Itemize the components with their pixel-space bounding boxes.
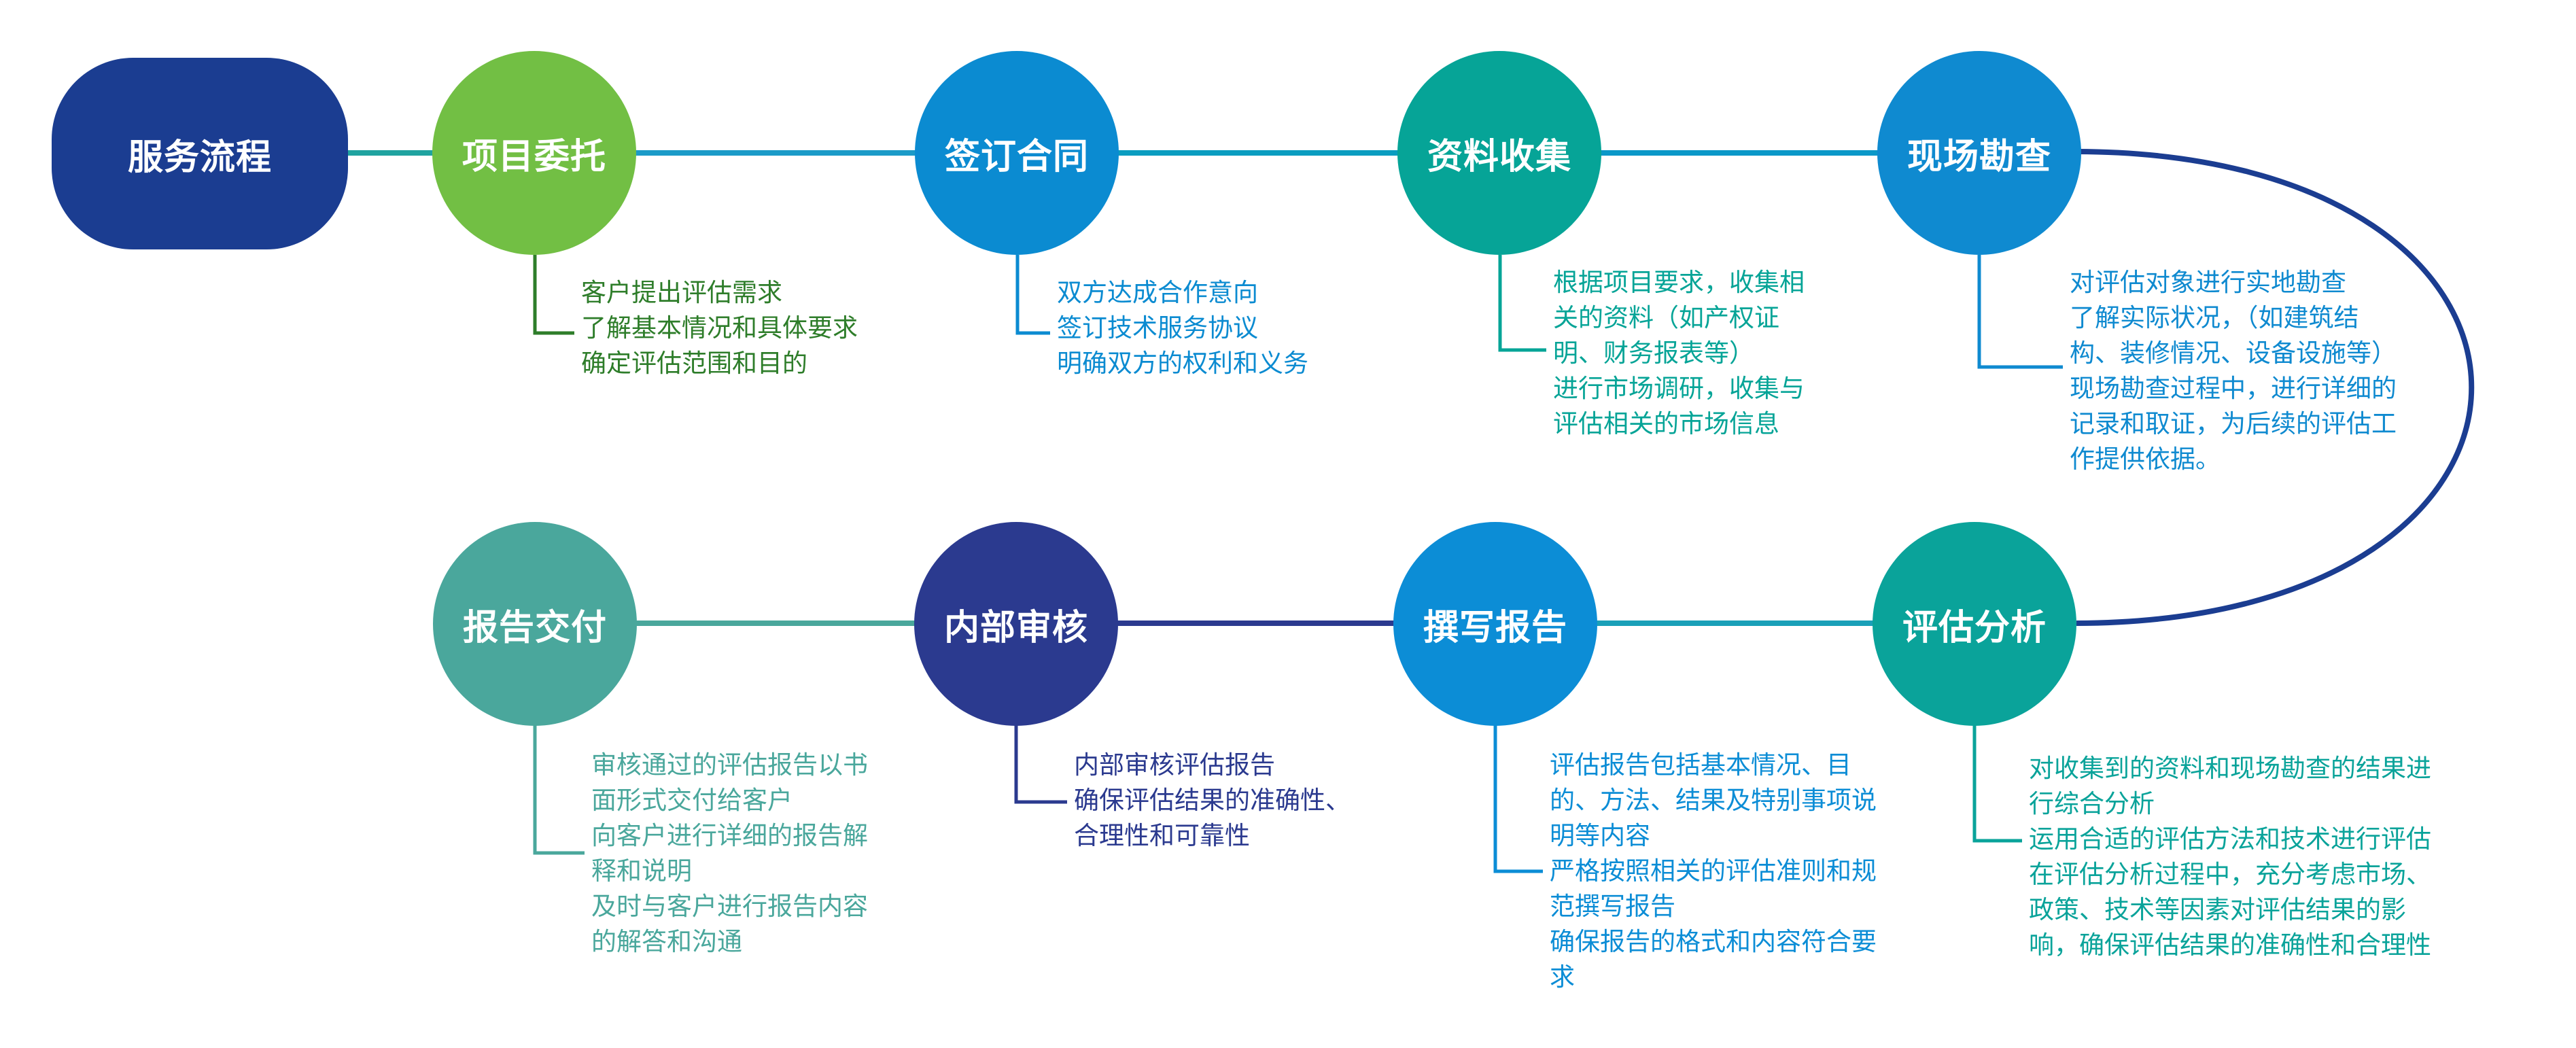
- leader-collect: [1498, 255, 1546, 352]
- desc-line: 响，确保评估结果的准确性和合理性: [2029, 930, 2431, 960]
- step-survey-label: 现场勘查: [1907, 136, 2051, 177]
- desc-line: 明等内容: [1550, 821, 1650, 850]
- step-contract-label: 签订合同: [944, 136, 1089, 177]
- step-review-label: 内部审核: [943, 607, 1088, 648]
- step-collect: 资料收集: [1397, 51, 1601, 255]
- desc-line: 记录和取证，为后续的评估工: [2070, 409, 2397, 438]
- desc-line: 的解答和沟通: [591, 927, 742, 956]
- step-contract: 签订合同: [915, 51, 1119, 255]
- step-deliver-label: 报告交付: [462, 607, 607, 648]
- desc-line: 进行市场调研，收集与: [1553, 374, 1805, 403]
- desc-line: 对收集到的资料和现场勘查的结果进: [2029, 754, 2431, 783]
- step-collect-label: 资料收集: [1427, 136, 1571, 177]
- desc-line: 合理性和可靠性: [1074, 821, 1250, 850]
- desc-line: 现场勘查过程中，进行详细的: [2070, 374, 2397, 403]
- step-entrust: 项目委托: [432, 51, 636, 255]
- desc-contract: 双方达成合作意向 签订技术服务协议 明确双方的权利和义务: [1057, 275, 1308, 381]
- title-label: 服务流程: [127, 137, 272, 178]
- leader-deliver: [533, 724, 585, 855]
- desc-analysis: 对收集到的资料和现场勘查的结果进 行综合分析 运用合适的评估方法和技术进行评估 …: [2029, 751, 2431, 963]
- desc-line: 对评估对象进行实地勘查: [2070, 268, 2346, 297]
- step-entrust-label: 项目委托: [462, 136, 606, 177]
- desc-collect: 根据项目要求，收集相 关的资料（如产权证 明、财务报表等） 进行市场调研，收集与…: [1553, 265, 1805, 442]
- desc-line: 释和说明: [591, 856, 692, 886]
- step-write-label: 撰写报告: [1423, 607, 1567, 648]
- desc-line: 确保报告的格式和内容符合要: [1550, 927, 1877, 956]
- desc-line: 双方达成合作意向: [1057, 278, 1258, 307]
- desc-line: 政策、技术等因素对评估结果的影: [2029, 895, 2406, 924]
- leader-survey: [1977, 255, 2063, 369]
- leader-entrust: [533, 255, 574, 335]
- desc-line: 确定评估范围和目的: [581, 349, 807, 378]
- desc-entrust: 客户提出评估需求 了解基本情况和具体要求 确定评估范围和目的: [581, 275, 858, 381]
- desc-line: 审核通过的评估报告以书: [591, 750, 868, 780]
- desc-line: 确保评估结果的准确性、: [1074, 786, 1351, 815]
- desc-line: 在评估分析过程中，充分考虑市场、: [2029, 860, 2431, 889]
- desc-line: 的、方法、结果及特别事项说: [1550, 786, 1877, 815]
- step-analysis: 评估分析: [1873, 522, 2076, 726]
- desc-line: 内部审核评估报告: [1074, 750, 1275, 780]
- desc-line: 明确双方的权利和义务: [1057, 349, 1308, 378]
- desc-line: 向客户进行详细的报告解: [591, 821, 868, 850]
- desc-line: 及时与客户进行报告内容: [591, 892, 868, 921]
- desc-line: 运用合适的评估方法和技术进行评估: [2029, 824, 2431, 854]
- leader-analysis: [1972, 724, 2022, 843]
- desc-line: 了解基本情况和具体要求: [581, 313, 858, 343]
- step-deliver: 报告交付: [433, 522, 637, 726]
- desc-line: 范撰写报告: [1550, 892, 1675, 921]
- desc-line: 严格按照相关的评估准则和规: [1550, 856, 1877, 886]
- desc-survey: 对评估对象进行实地勘查 了解实际状况，（如建筑结 构、装修情况、设备设施等） 现…: [2070, 265, 2397, 477]
- step-review: 内部审核: [914, 522, 1118, 726]
- desc-line: 评估报告包括基本情况、目: [1550, 750, 1851, 780]
- desc-line: 构、装修情况、设备设施等）: [2070, 338, 2397, 368]
- step-write: 撰写报告: [1393, 522, 1597, 726]
- leader-review: [1014, 724, 1067, 804]
- step-survey: 现场勘查: [1877, 51, 2081, 255]
- desc-line: 评估相关的市场信息: [1553, 409, 1779, 438]
- desc-line: 面形式交付给客户: [591, 786, 793, 815]
- desc-review: 内部审核评估报告 确保评估结果的准确性、 合理性和可靠性: [1074, 748, 1351, 854]
- desc-line: 关的资料（如产权证: [1553, 303, 1779, 332]
- desc-deliver: 审核通过的评估报告以书 面形式交付给客户 向客户进行详细的报告解 释和说明 及时…: [591, 748, 868, 960]
- connector-arc: [2076, 149, 2475, 626]
- step-analysis-label: 评估分析: [1902, 607, 2047, 648]
- leader-write: [1493, 724, 1543, 873]
- desc-line: 了解实际状况，（如建筑结: [2070, 303, 2359, 332]
- desc-line: 客户提出评估需求: [581, 278, 782, 307]
- desc-line: 行综合分析: [2029, 789, 2155, 818]
- title-node: 服务流程: [52, 58, 348, 249]
- desc-line: 签订技术服务协议: [1057, 313, 1258, 343]
- desc-line: 作提供依据。: [2070, 444, 2221, 474]
- desc-line: 明、财务报表等）: [1553, 338, 1754, 368]
- leader-contract: [1015, 255, 1050, 335]
- desc-line: 根据项目要求，收集相: [1553, 268, 1805, 297]
- desc-line: 求: [1550, 962, 1575, 992]
- desc-write: 评估报告包括基本情况、目 的、方法、结果及特别事项说 明等内容 严格按照相关的评…: [1550, 748, 1877, 995]
